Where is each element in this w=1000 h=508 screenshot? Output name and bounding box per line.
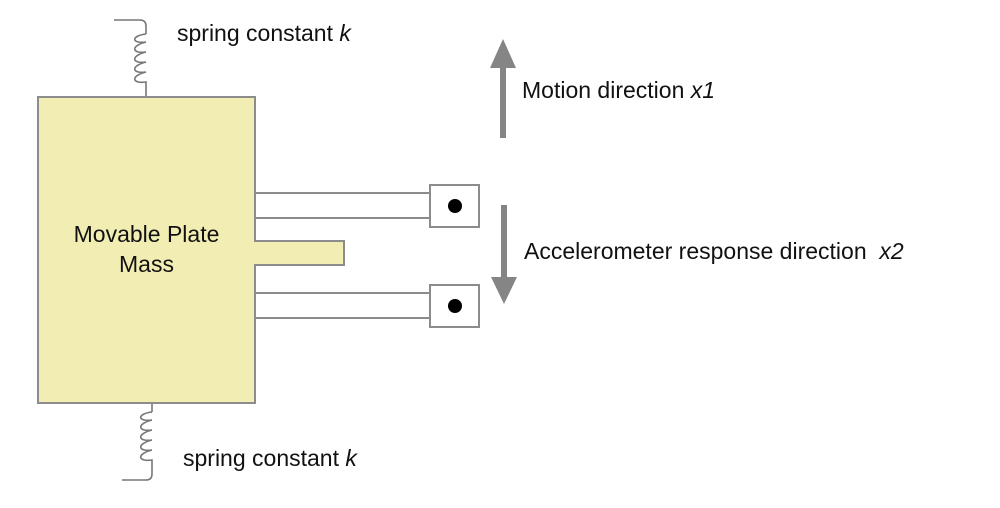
response-arrow-down-icon [491, 205, 517, 304]
upper-electrode [254, 184, 480, 228]
spring-top-symbol: k [339, 20, 351, 46]
spring-top-label: spring constant k [177, 20, 351, 47]
motion-arrow-up-icon [490, 39, 516, 138]
response-direction-label: Accelerometer response direction x2 [524, 238, 904, 265]
response-direction-symbol: x2 [879, 238, 904, 264]
motion-direction-text: Motion direction [522, 77, 691, 103]
lower-anchor-dot [448, 299, 462, 313]
motion-direction-label: Motion direction x1 [522, 77, 715, 104]
motion-direction-symbol: x1 [690, 77, 716, 103]
upper-anchor-dot [448, 199, 462, 213]
spring-bottom-symbol: k [345, 445, 357, 471]
spring-bottom [122, 403, 153, 481]
spring-bottom-label: spring constant k [183, 445, 357, 472]
spring-top [114, 19, 147, 97]
lower-electrode [254, 284, 480, 328]
mass-label-line1: Movable Plate [73, 221, 220, 247]
movable-plate-mass [37, 96, 345, 404]
mass-label-line2: Mass [119, 251, 174, 277]
spring-top-text: spring constant [177, 20, 340, 46]
response-direction-text: Accelerometer response direction [524, 238, 880, 264]
mass-label: Movable Plate Mass [38, 219, 255, 279]
spring-bottom-text: spring constant [183, 445, 346, 471]
